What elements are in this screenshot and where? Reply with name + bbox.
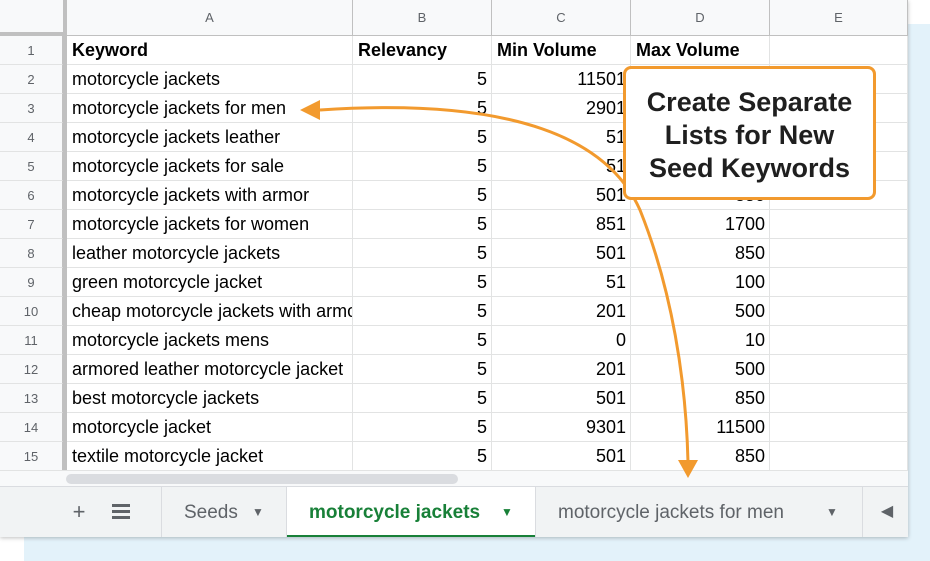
cell-relevancy[interactable]: 5 bbox=[353, 94, 492, 123]
cell-min[interactable]: 851 bbox=[492, 210, 631, 239]
cell-relevancy[interactable]: 5 bbox=[353, 268, 492, 297]
cell-keyword[interactable]: motorcycle jackets leather bbox=[67, 123, 353, 152]
callout-box: Create Separate Lists for New Seed Keywo… bbox=[623, 66, 876, 200]
chevron-down-icon[interactable]: ▼ bbox=[252, 505, 264, 519]
row-header[interactable]: 4 bbox=[0, 123, 63, 152]
scrollbar-thumb[interactable] bbox=[66, 474, 458, 484]
cell-max[interactable]: 11500 bbox=[631, 413, 770, 442]
tab-motorcycle-jackets[interactable]: motorcycle jackets ▼ bbox=[287, 487, 535, 537]
cell-min[interactable]: 201 bbox=[492, 355, 631, 384]
cell-e[interactable] bbox=[770, 268, 908, 297]
cell-min[interactable]: 0 bbox=[492, 326, 631, 355]
sheet-tab-bar: + Seeds ▼ motorcycle jackets ▼ motorcycl… bbox=[0, 486, 908, 537]
row-header[interactable]: 2 bbox=[0, 65, 63, 94]
callout-line: Seed Keywords bbox=[648, 153, 851, 183]
cell-min[interactable]: 501 bbox=[492, 384, 631, 413]
cell-relevancy[interactable]: 5 bbox=[353, 65, 492, 94]
column-title-relevancy[interactable]: Relevancy bbox=[353, 36, 492, 65]
tab-motorcycle-jackets-for-men[interactable]: motorcycle jackets for men ▼ bbox=[536, 487, 862, 537]
row-header[interactable]: 15 bbox=[0, 442, 63, 471]
horizontal-scrollbar[interactable] bbox=[0, 470, 908, 487]
cell-keyword[interactable]: motorcycle jackets bbox=[67, 65, 353, 94]
tab-label: motorcycle jackets bbox=[309, 502, 481, 523]
cell-relevancy[interactable]: 5 bbox=[353, 384, 492, 413]
cell-relevancy[interactable]: 5 bbox=[353, 355, 492, 384]
row-header[interactable]: 8 bbox=[0, 239, 63, 268]
cell-e[interactable] bbox=[770, 326, 908, 355]
cell-keyword[interactable]: green motorcycle jacket bbox=[67, 268, 353, 297]
cell-max[interactable]: 500 bbox=[631, 355, 770, 384]
cell-e[interactable] bbox=[770, 355, 908, 384]
cell-keyword[interactable]: best motorcycle jackets bbox=[67, 384, 353, 413]
row-header[interactable]: 3 bbox=[0, 94, 63, 123]
cell-keyword[interactable]: cheap motorcycle jackets with armor bbox=[67, 297, 353, 326]
cell-max[interactable]: 850 bbox=[631, 239, 770, 268]
cell-max[interactable]: 10 bbox=[631, 326, 770, 355]
cell-e[interactable] bbox=[770, 297, 908, 326]
cell-relevancy[interactable]: 5 bbox=[353, 152, 492, 181]
column-header-c[interactable]: C bbox=[492, 0, 631, 36]
column-header-a[interactable]: A bbox=[67, 0, 353, 36]
cell-min[interactable]: 501 bbox=[492, 239, 631, 268]
cell-keyword[interactable]: motorcycle jackets mens bbox=[67, 326, 353, 355]
row-header[interactable]: 1 bbox=[0, 36, 63, 65]
cell-relevancy[interactable]: 5 bbox=[353, 123, 492, 152]
cell-keyword[interactable]: motorcycle jackets for women bbox=[67, 210, 353, 239]
arrow-head-down bbox=[678, 460, 698, 478]
cell-relevancy[interactable]: 5 bbox=[353, 297, 492, 326]
chevron-down-icon[interactable]: ▼ bbox=[501, 505, 513, 519]
plus-icon[interactable]: + bbox=[72, 499, 86, 524]
cell-e[interactable] bbox=[770, 239, 908, 268]
cell-keyword[interactable]: motorcycle jackets for sale bbox=[67, 152, 353, 181]
cell-keyword[interactable]: motorcycle jacket bbox=[67, 413, 353, 442]
cell-min[interactable]: 51 bbox=[492, 268, 631, 297]
row-header[interactable]: 5 bbox=[0, 152, 63, 181]
tab-label: motorcycle jackets for men bbox=[558, 502, 784, 523]
column-header-e[interactable]: E bbox=[770, 0, 908, 36]
cell-min[interactable]: 201 bbox=[492, 297, 631, 326]
arrow-head-left bbox=[300, 100, 320, 120]
cell-max[interactable]: 1700 bbox=[631, 210, 770, 239]
cell-max[interactable]: 500 bbox=[631, 297, 770, 326]
tab-seeds[interactable]: Seeds ▼ bbox=[162, 487, 286, 537]
cell-max[interactable]: 100 bbox=[631, 268, 770, 297]
cell-relevancy[interactable]: 5 bbox=[353, 210, 492, 239]
cell-e[interactable] bbox=[770, 413, 908, 442]
list-sheets-icon[interactable] bbox=[108, 499, 134, 525]
cell-relevancy[interactable]: 5 bbox=[353, 181, 492, 210]
row-header[interactable]: 9 bbox=[0, 268, 63, 297]
row-header[interactable]: 6 bbox=[0, 181, 63, 210]
cell-e[interactable] bbox=[770, 384, 908, 413]
column-title-keyword[interactable]: Keyword bbox=[67, 36, 353, 65]
column-header-d[interactable]: D bbox=[631, 0, 770, 36]
cell-e[interactable] bbox=[770, 181, 908, 210]
frozen-column-divider[interactable] bbox=[63, 0, 67, 470]
column-title-max[interactable]: Max Volume bbox=[631, 36, 770, 65]
callout-line: Lists for New bbox=[664, 120, 835, 150]
row-header[interactable]: 10 bbox=[0, 297, 63, 326]
scroll-left-icon[interactable]: ◀ bbox=[880, 503, 894, 520]
column-title-min[interactable]: Min Volume bbox=[492, 36, 631, 65]
cell-keyword[interactable]: armored leather motorcycle jacket bbox=[67, 355, 353, 384]
cell-e[interactable] bbox=[770, 36, 908, 65]
cell-e[interactable] bbox=[770, 210, 908, 239]
row-header[interactable]: 7 bbox=[0, 210, 63, 239]
row-header[interactable]: 13 bbox=[0, 384, 63, 413]
cell-relevancy[interactable]: 5 bbox=[353, 326, 492, 355]
row-header[interactable]: 14 bbox=[0, 413, 63, 442]
column-header-b[interactable]: B bbox=[353, 0, 492, 36]
callout-line: Create Separate bbox=[646, 87, 853, 117]
chevron-down-icon[interactable]: ▼ bbox=[826, 505, 838, 519]
cell-relevancy[interactable]: 5 bbox=[353, 413, 492, 442]
cell-keyword[interactable]: leather motorcycle jackets bbox=[67, 239, 353, 268]
cell-keyword[interactable]: motorcycle jackets with armor bbox=[67, 181, 353, 210]
row-header[interactable]: 11 bbox=[0, 326, 63, 355]
cell-max[interactable]: 850 bbox=[631, 384, 770, 413]
cell-relevancy[interactable]: 5 bbox=[353, 239, 492, 268]
cell-min[interactable]: 9301 bbox=[492, 413, 631, 442]
row-header[interactable]: 12 bbox=[0, 355, 63, 384]
tab-label: Seeds bbox=[184, 502, 238, 523]
